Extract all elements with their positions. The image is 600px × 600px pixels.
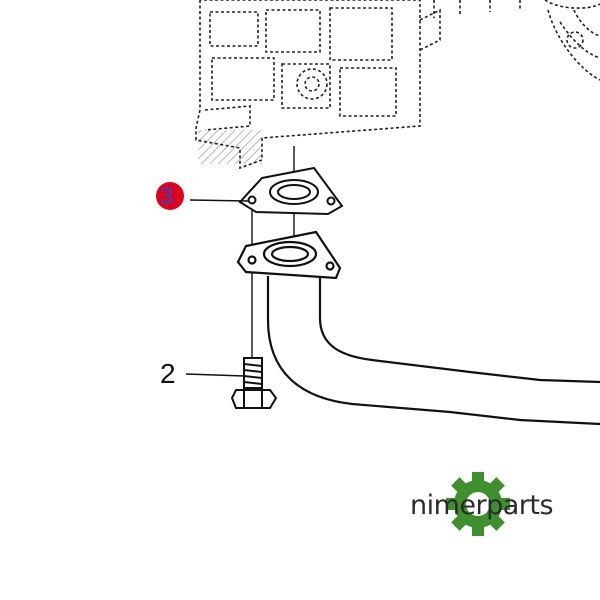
callout-label-3[interactable]: 3: [160, 183, 174, 210]
gear-icon: [446, 472, 510, 536]
gasket-part-3: [238, 166, 344, 216]
brand-name: nimerparts: [410, 490, 554, 521]
brand-logo: nimerparts: [410, 470, 560, 550]
callout-label-2[interactable]: 2: [160, 358, 176, 389]
exhaust-pipe: [236, 230, 600, 426]
bolt-part-2: [230, 357, 278, 409]
leader-line-2: [185, 373, 245, 377]
engine-block: [195, 0, 600, 170]
engine-flange-hatching: [198, 130, 262, 164]
leader-line-3: [189, 199, 249, 202]
callout-highlight-3[interactable]: [156, 182, 184, 210]
